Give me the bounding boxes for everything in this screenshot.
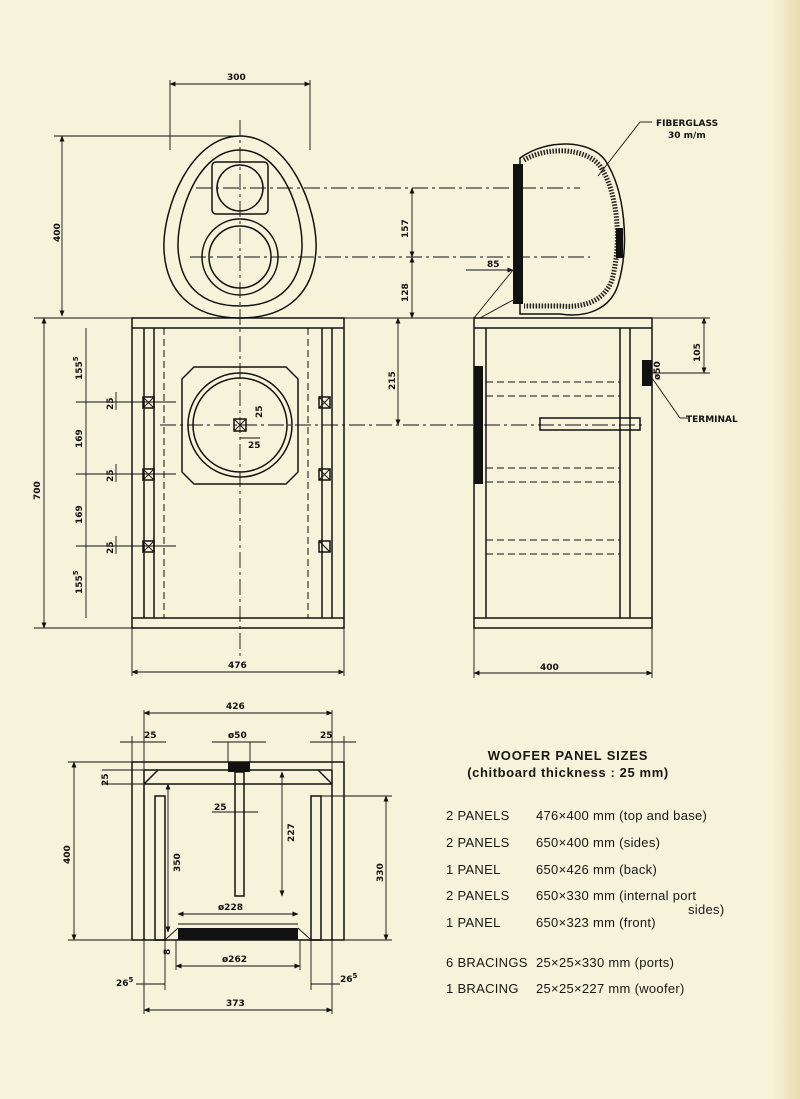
dim-169-b: 169 [75,505,85,524]
panel-spec: 650×426 mm (back) [536,862,658,877]
panel-spec: 476×400 mm (top and base) [536,808,708,823]
dim-373: 373 [226,999,245,1009]
dim-400-side: 400 [540,663,559,673]
panel-spec: 650×330 mm (internal port [536,888,697,903]
panel-qty: 1 BRACING [446,981,519,996]
dim-400-plan: 400 [63,845,73,864]
panel-spec: 650×400 mm (sides) [536,835,661,850]
dim-25-wall-top: 25 [101,773,111,786]
dim-25-woofer-v: 25 [255,405,265,418]
dim-85: 85 [487,260,500,270]
dim-155-bottom: 1555 [72,570,85,594]
dim-26-right: 265 [340,972,358,985]
panel-qty: 2 PANELS [446,835,510,850]
dim-25-wall-right: 25 [320,731,333,741]
panel-qty: 1 PANEL [446,915,501,930]
dim-330: 330 [376,863,386,882]
woofer-panel-sizes: WOOFER PANEL SIZES (chitboard thickness … [446,748,746,996]
panel-spec: 25×25×330 mm (ports) [536,955,675,970]
panel-qty: 2 PANELS [446,888,510,903]
side-view: FIBERGLASS 30 m/m TERMINAL 157 128 85 10… [401,119,738,678]
panel-qty: 2 PANELS [446,808,510,823]
dim-157: 157 [401,219,411,238]
dim-155-top: 1555 [72,356,85,380]
dim-25-brace-1: 25 [106,397,116,410]
dim-300: 300 [227,73,246,83]
dim-700: 700 [33,481,43,500]
dim-105: 105 [693,343,703,362]
panel-table-subtitle: (chitboard thickness : 25 mm) [467,765,669,780]
dim-426: 426 [226,702,245,712]
panel-qty: 6 BRACINGS [446,955,528,970]
dim-400-top: 400 [53,223,63,242]
plan-view: 426 25 25 ø50 25 25 350 227 400 33 [63,702,392,1014]
dim-227: 227 [287,823,297,842]
front-view-cabinet: 700 1555 169 169 1555 25 25 25 25 25 215… [33,317,645,676]
dim-169-a: 169 [75,429,85,448]
fiberglass-label: FIBERGLASS [656,119,718,129]
dim-25-wall-left: 25 [144,731,157,741]
dim-25-woofer-h: 25 [248,441,261,451]
panel-row-continuation: sides) [688,902,725,917]
dim-ø50-port: ø50 [653,361,663,380]
dim-ø228: ø228 [218,903,243,913]
panel-qty: 1 PANEL [446,862,501,877]
panel-table-title: WOOFER PANEL SIZES [487,748,649,763]
dim-26-left: 265 [116,976,134,989]
dim-25-brace-2: 25 [106,469,116,482]
dim-350: 350 [173,853,183,872]
dim-128: 128 [401,283,411,302]
fiberglass-value: 30 m/m [668,131,706,141]
front-view-top-enclosure: 300 400 [53,73,590,660]
panel-spec: 25×25×227 mm (woofer) [536,981,685,996]
dim-ø262: ø262 [222,955,247,965]
panel-spec: 650×323 mm (front) [536,915,656,930]
dim-25-brace-3: 25 [106,541,116,554]
dim-ø50-terminal: ø50 [228,731,247,741]
dim-476: 476 [228,661,247,671]
dim-8: 8 [163,949,173,955]
dim-25-bar: 25 [214,803,227,813]
dim-215: 215 [388,371,398,390]
terminal-label: TERMINAL [686,415,738,425]
